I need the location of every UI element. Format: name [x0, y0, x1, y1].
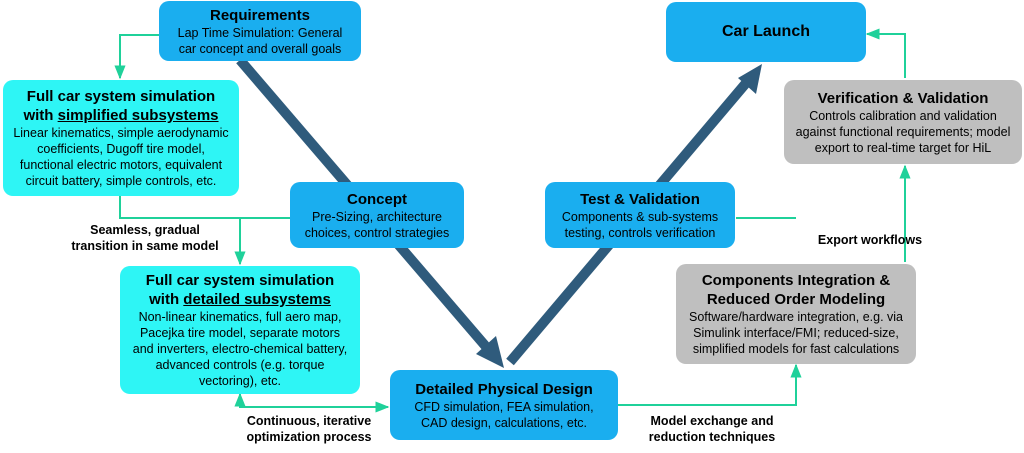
label-export: Export workflows: [817, 233, 923, 247]
simplified-sim-body-1: Linear kinematics, simple aerodynamic: [13, 126, 229, 140]
connector-design-to-integration: [618, 363, 802, 406]
simplified-sim-title-2: with simplified subsystems: [23, 106, 218, 125]
detailed-sim-body-1: Non-linear kinematics, full aero map,: [138, 310, 342, 324]
integration-box: Components Integration & Reduced Order M…: [676, 264, 916, 364]
physical-design-body-1: CFD simulation, FEA simulation,: [414, 399, 594, 414]
concept-body-1: Pre-Sizing, architecture: [312, 209, 442, 224]
test-validation-body-1: Components & sub-systems: [561, 209, 719, 224]
physical-design-body-2: CAD design, calculations, etc.: [420, 415, 588, 430]
integration-title-1: Components Integration &: [701, 272, 891, 289]
detailed-sim-box: Full car system simulation with detailed…: [120, 266, 360, 394]
concept-title: Concept: [347, 190, 407, 208]
label-seamless-2: transition in same model: [71, 239, 219, 253]
simplified-sim-body-3: functional electric motors, equivalent: [19, 158, 223, 172]
physical-design-box: Detailed Physical Design CFD simulation,…: [390, 370, 618, 440]
integration-body-1: Software/hardware integration, e.g. via: [688, 310, 903, 324]
simplified-sim-title-underlined: simplified subsystems: [57, 107, 219, 124]
simplified-sim-box: Full car system simulation with simplifi…: [3, 80, 239, 196]
integration-title-2: Reduced Order Modeling: [706, 291, 886, 308]
test-validation-title: Test & Validation: [580, 190, 700, 208]
detailed-sim-body-2: Pacejka tire model, separate motors: [139, 326, 341, 340]
requirements-box: Requirements Lap Time Simulation: Genera…: [159, 1, 361, 61]
verification-box: Verification & Validation Controls calib…: [784, 80, 1022, 164]
requirements-body-2: car concept and overall goals: [178, 41, 342, 56]
label-continuous-1: Continuous, iterative: [246, 414, 372, 428]
requirements-title: Requirements: [209, 6, 311, 24]
detailed-sim-title-underlined: detailed subsystems: [183, 291, 331, 308]
connector-continuous-loop: [234, 392, 390, 413]
verification-body-1: Controls calibration and validation: [809, 108, 997, 123]
verification-body-2: against functional requirements; model: [795, 124, 1011, 139]
concept-body-2: choices, control strategies: [304, 225, 450, 240]
detailed-sim-title-prefix: with: [149, 291, 184, 308]
connector-verification-to-launch: [865, 28, 906, 78]
detailed-sim-body-3: and inverters, electro-chemical battery,: [132, 342, 348, 356]
simplified-sim-body-4: circuit battery, simple controls, etc.: [25, 174, 217, 188]
detailed-sim-title-2: with detailed subsystems: [149, 290, 331, 309]
concept-box: Concept Pre-Sizing, architecture choices…: [290, 182, 464, 248]
car-launch-title: Car Launch: [721, 23, 810, 40]
label-continuous: Continuous, iterative optimization proce…: [226, 413, 392, 445]
v-arrow-down-head: [476, 336, 504, 368]
label-model-exchange-1: Model exchange and: [650, 414, 774, 428]
simplified-sim-title-prefix: with: [23, 107, 58, 124]
label-seamless: Seamless, gradual transition in same mod…: [50, 222, 240, 254]
label-model-exchange-2: reduction techniques: [648, 430, 776, 444]
label-model-exchange: Model exchange and reduction techniques: [625, 413, 799, 445]
detailed-sim-body-4: advanced controls (e.g. torque: [155, 358, 325, 372]
verification-title: Verification & Validation: [817, 89, 989, 107]
verification-body-3: export to real-time target for HiL: [814, 140, 992, 155]
integration-body-3: simplified models for fast calculations: [692, 342, 900, 356]
detailed-sim-title-1: Full car system simulation: [145, 272, 335, 289]
simplified-sim-title-1: Full car system simulation: [26, 88, 216, 105]
requirements-body-1: Lap Time Simulation: General: [177, 25, 343, 40]
test-validation-body-2: testing, controls verification: [564, 225, 716, 240]
connector-requirements-to-simplified: [114, 34, 159, 80]
car-launch-box: Car Launch: [666, 2, 866, 62]
detailed-sim-body-5: vectoring), etc.: [199, 374, 281, 388]
test-validation-box: Test & Validation Components & sub-syste…: [545, 182, 735, 248]
physical-design-title: Detailed Physical Design: [415, 380, 593, 398]
integration-body-2: Simulink interface/FMI; reduced-size,: [693, 326, 899, 340]
label-seamless-1: Seamless, gradual: [90, 223, 200, 237]
v-arrow-up-head: [738, 64, 762, 94]
label-continuous-2: optimization process: [246, 430, 372, 444]
connector-simplified-to-detailed: [119, 196, 246, 266]
simplified-sim-body-2: coefficients, Dugoff tire model,: [37, 142, 205, 156]
